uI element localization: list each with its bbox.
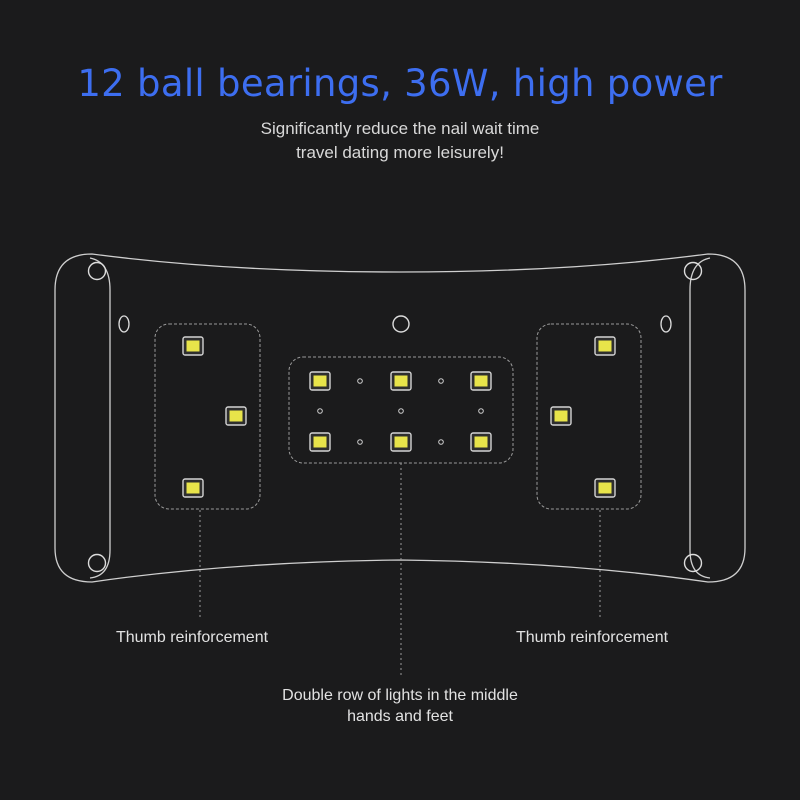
screw-hole-bottom-left [87, 553, 107, 573]
middle-dot [357, 439, 363, 445]
led-chip [309, 432, 331, 452]
middle-dot [438, 378, 444, 384]
led-chip [390, 371, 412, 391]
led-chips [182, 336, 616, 498]
middle-dot [438, 439, 444, 445]
subtitle-line-2: travel dating more leisurely! [296, 143, 504, 162]
vent-slot-right [660, 315, 672, 333]
led-chip [225, 406, 247, 426]
middle-dot [398, 408, 404, 414]
led-chip [470, 371, 492, 391]
led-chip [470, 432, 492, 452]
led-chip [594, 336, 616, 356]
left-side-panel [89, 257, 111, 579]
middle-dot [357, 378, 363, 384]
middle-dot [478, 408, 484, 414]
subtitle-line-1: Significantly reduce the nail wait time [260, 119, 540, 138]
led-chip [390, 432, 412, 452]
middle-lights-label-line-1: Double row of lights in the middle [282, 687, 518, 704]
thumb-reinforcement-label-left: Thumb reinforcement [115, 629, 269, 646]
right-side-panel [689, 257, 711, 579]
screw-hole-top-right [683, 261, 703, 281]
screw-hole-bottom-right [683, 553, 703, 573]
middle-lights-label-line-2: hands and feet [347, 708, 453, 725]
led-chip [594, 478, 616, 498]
screw-hole-center [392, 315, 410, 333]
led-chip [182, 478, 204, 498]
led-chip [309, 371, 331, 391]
thumb-reinforcement-label-right: Thumb reinforcement [515, 629, 669, 646]
headline-title: 12 ball bearings, 36W, high power [77, 62, 723, 105]
lamp-base-outline [54, 253, 746, 583]
led-chip [550, 406, 572, 426]
vent-slot-left [118, 315, 130, 333]
led-chip [182, 336, 204, 356]
screw-hole-top-left [87, 261, 107, 281]
middle-dot [317, 408, 323, 414]
left-led-group-frame [154, 323, 261, 510]
right-led-group-frame [536, 323, 642, 510]
